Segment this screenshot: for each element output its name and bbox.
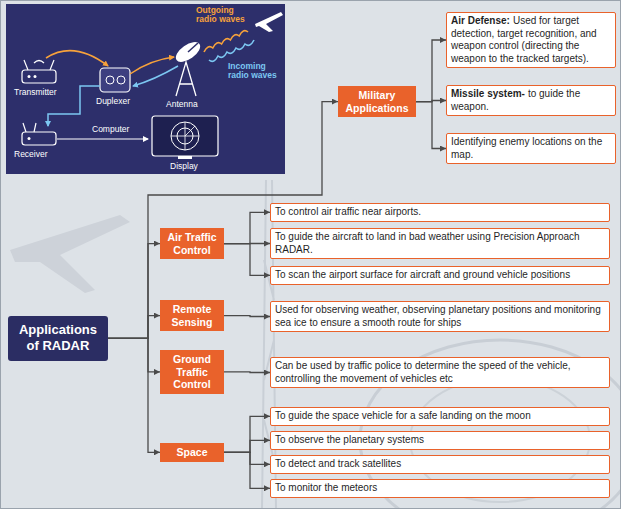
tree-connector bbox=[224, 440, 270, 452]
node-text: Space bbox=[177, 446, 208, 458]
description-box: Air Defense:Used for target detection, t… bbox=[446, 12, 616, 68]
transmitter-icon bbox=[22, 70, 56, 83]
tree-connector bbox=[108, 338, 160, 372]
tree-connector bbox=[224, 416, 270, 452]
signal-line bbox=[46, 51, 108, 66]
dish-feed bbox=[188, 43, 198, 52]
radar-scope bbox=[171, 122, 199, 150]
category-box: Military Applications bbox=[338, 86, 416, 117]
part-label: Outgoing radio waves bbox=[196, 6, 254, 25]
part-label: Antenna bbox=[166, 100, 198, 109]
node-text: To guide the aircraft to land in bad wea… bbox=[275, 231, 580, 255]
inset-panel bbox=[6, 4, 285, 174]
tree-connector bbox=[108, 316, 160, 339]
tree-connector bbox=[224, 212, 270, 243]
node-text: To control air traffic near airports. bbox=[275, 206, 421, 217]
tree-connector bbox=[108, 338, 160, 452]
part-label: Receiver bbox=[14, 150, 48, 159]
node-text: Ground Traffic Control bbox=[173, 353, 211, 390]
part-label: Computer bbox=[92, 125, 129, 134]
node-text: Remote Sensing bbox=[172, 303, 213, 328]
node-text: Air Traffic Control bbox=[167, 231, 216, 256]
duplexer-port bbox=[106, 76, 114, 84]
part-label: Incoming radio waves bbox=[228, 62, 282, 81]
description-box: Can be used by traffic police to determi… bbox=[270, 357, 610, 388]
description-box: To guide the aircraft to land in bad wea… bbox=[270, 228, 610, 259]
category-box: Ground Traffic Control bbox=[160, 350, 224, 394]
node-heading: Missile system- bbox=[451, 88, 525, 99]
description-box: To scan the airport surface for aircraft… bbox=[270, 266, 610, 285]
led-dot bbox=[34, 75, 37, 78]
led-dot bbox=[28, 75, 31, 78]
transmitter-antennas bbox=[24, 60, 54, 70]
node-text: Identifying enemy locations on the map. bbox=[451, 136, 602, 160]
tree-connector bbox=[224, 315, 270, 317]
tree-connector bbox=[224, 452, 270, 488]
tree-connector bbox=[224, 452, 270, 464]
description-box: To detect and track satellites bbox=[270, 455, 610, 474]
description-box: To monitor the meteors bbox=[270, 479, 610, 498]
description-box: Identifying enemy locations on the map. bbox=[446, 133, 616, 164]
tree-connector bbox=[108, 244, 160, 339]
faint-airplane bbox=[10, 215, 130, 293]
tree-connector bbox=[416, 40, 446, 102]
data-line bbox=[57, 138, 148, 139]
node-text: To guide the space vehicle for a safe la… bbox=[275, 410, 531, 421]
antenna-tower bbox=[176, 62, 196, 96]
description-box: Used for observing weather, observing pl… bbox=[270, 301, 610, 332]
node-text: Used for observing weather, observing pl… bbox=[275, 304, 601, 328]
display-stand bbox=[178, 156, 192, 159]
node-text: To observe the planetary systems bbox=[275, 434, 424, 445]
category-box: Remote Sensing bbox=[160, 300, 224, 331]
node-text: Military Applications bbox=[345, 89, 408, 114]
description-box: Missile system-to guide the weapon. bbox=[446, 85, 616, 116]
root-box: Applications of RADAR bbox=[8, 316, 108, 361]
incoming-wave bbox=[209, 40, 254, 61]
tree-connector bbox=[224, 244, 270, 276]
category-box: Air Traffic Control bbox=[160, 228, 224, 259]
node-text: To monitor the meteors bbox=[275, 482, 377, 493]
radar-sweep bbox=[171, 122, 199, 150]
part-label: Duplexer bbox=[96, 97, 130, 106]
description-box: To observe the planetary systems bbox=[270, 431, 610, 450]
receiver-icon bbox=[22, 132, 56, 145]
node-text: Applications of RADAR bbox=[19, 322, 97, 353]
led-dot bbox=[28, 137, 31, 140]
category-box: Space bbox=[160, 443, 224, 462]
duplexer-port bbox=[117, 76, 125, 84]
description-box: To control air traffic near airports. bbox=[270, 203, 610, 222]
signal-line bbox=[133, 66, 178, 86]
antenna-dish bbox=[173, 38, 204, 66]
node-text: To scan the airport surface for aircraft… bbox=[275, 269, 570, 280]
node-text: Can be used by traffic police to determi… bbox=[275, 360, 571, 384]
description-box: To guide the space vehicle for a safe la… bbox=[270, 407, 610, 426]
node-heading: Air Defense: bbox=[451, 15, 510, 26]
duplexer-icon bbox=[100, 68, 130, 92]
tree-connector bbox=[224, 371, 270, 373]
part-label: Display bbox=[170, 162, 198, 171]
tree-connector bbox=[416, 102, 446, 149]
display-icon bbox=[152, 116, 218, 156]
airplane bbox=[255, 12, 283, 32]
receiver-antennas bbox=[23, 123, 36, 132]
part-label: Transmitter bbox=[14, 88, 57, 97]
node-text: To detect and track satellites bbox=[275, 458, 401, 469]
